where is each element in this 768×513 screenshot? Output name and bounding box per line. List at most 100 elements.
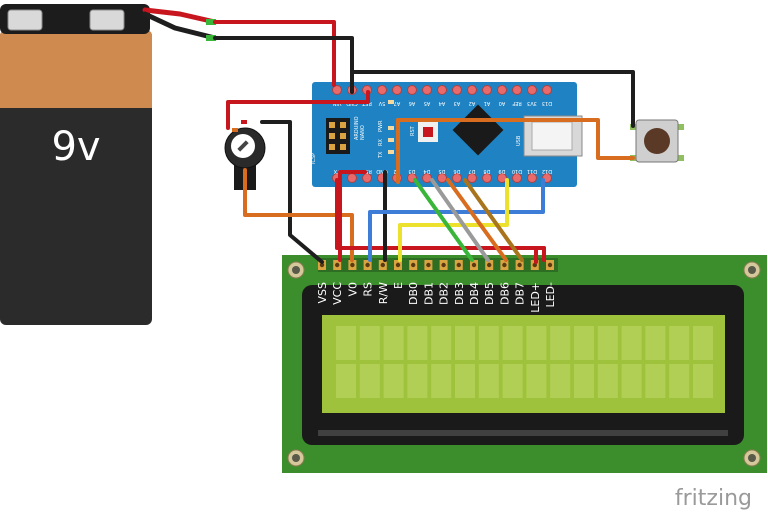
lcd-cell bbox=[550, 364, 571, 398]
nano-top-pin-row bbox=[332, 85, 552, 95]
lcd-pin-label: DB7 bbox=[514, 282, 527, 305]
nano-top-pin-label: A4 bbox=[439, 100, 446, 106]
nano-top-pin bbox=[437, 85, 447, 95]
lcd-cell bbox=[383, 364, 404, 398]
wire-pot-wiper-to-v0 bbox=[243, 168, 354, 262]
nano-bottom-pin bbox=[497, 173, 507, 183]
nano-top-pin-label: A0 bbox=[499, 100, 506, 106]
battery-copper-cap bbox=[0, 30, 152, 108]
lcd-pin-label: DB6 bbox=[498, 282, 511, 305]
nano-top-pin bbox=[452, 85, 462, 95]
wire-battery-black-lead bbox=[142, 11, 218, 41]
lcd-cell bbox=[669, 364, 690, 398]
lcd-cell bbox=[645, 326, 666, 360]
lcd-cell bbox=[693, 364, 713, 398]
wire-db7 bbox=[463, 178, 524, 262]
battery-terminal-positive bbox=[89, 9, 125, 31]
lcd-character-grid bbox=[336, 326, 713, 398]
nano-top-pin-label: A6 bbox=[409, 100, 416, 106]
lcd-pin-label: RS bbox=[362, 282, 375, 297]
lcd-pin-hole bbox=[441, 262, 446, 268]
nano-bottom-pin bbox=[527, 173, 537, 183]
nano-pcb bbox=[312, 82, 577, 187]
nano-rx-label: RX bbox=[378, 139, 384, 146]
battery-9v: 9v bbox=[0, 4, 152, 325]
lcd-cell bbox=[574, 326, 594, 360]
wire-pot-to-vss bbox=[260, 120, 324, 264]
lcd-pin-hole bbox=[365, 262, 370, 268]
nano-top-pin bbox=[497, 85, 507, 95]
nano-bottom-pin-label: D8 bbox=[483, 168, 490, 174]
nano-top-pin-label: A2 bbox=[469, 100, 476, 106]
push-button[interactable] bbox=[630, 119, 684, 163]
lcd-cell bbox=[407, 326, 428, 360]
nano-top-pin-label: A5 bbox=[424, 100, 431, 106]
lcd-cell bbox=[336, 364, 356, 398]
lcd-pin-hole bbox=[456, 262, 461, 268]
nano-usb-label: USB bbox=[516, 135, 522, 146]
nano-top-pin bbox=[407, 85, 417, 95]
wire-battery-positive-to-vin bbox=[213, 20, 336, 87]
lcd-pin-hole bbox=[426, 262, 431, 268]
lcd-cell bbox=[621, 326, 642, 360]
nano-bottom-pin-label: D7 bbox=[468, 168, 475, 174]
lcd-cell bbox=[336, 326, 356, 360]
lcd-cell bbox=[502, 364, 523, 398]
lcd-cell bbox=[383, 326, 404, 360]
nano-top-pin-label: D13 bbox=[542, 100, 552, 106]
nano-bottom-pin-label: D6 bbox=[453, 168, 460, 174]
wire-db4 bbox=[413, 178, 474, 262]
lcd-pin-label: LED- bbox=[544, 282, 557, 308]
nano-top-pin bbox=[542, 85, 552, 95]
lcd-pin-label: E bbox=[392, 282, 405, 289]
wire-enable bbox=[398, 178, 509, 262]
nano-top-pin bbox=[467, 85, 477, 95]
nano-bottom-pin-label: D10 bbox=[512, 168, 522, 174]
lcd-cell bbox=[574, 364, 594, 398]
lcd-cell bbox=[431, 364, 452, 398]
nano-bottom-pin-label: TX bbox=[333, 168, 341, 174]
lcd-pin-label: LED+ bbox=[529, 282, 542, 313]
lcd-cell bbox=[621, 364, 642, 398]
wires bbox=[142, 7, 635, 264]
nano-top-pin bbox=[482, 85, 492, 95]
lcd-cell bbox=[407, 364, 428, 398]
nano-bottom-pin-label: D11 bbox=[527, 168, 537, 174]
lcd-pin-hole bbox=[487, 262, 492, 268]
lcd-cell bbox=[550, 326, 571, 360]
lcd-cell bbox=[597, 364, 618, 398]
nano-bottom-pin-label: D5 bbox=[438, 168, 445, 174]
push-button-cap[interactable] bbox=[644, 128, 670, 154]
lcd-pin-hole bbox=[502, 262, 507, 268]
lcd-pin-hole bbox=[471, 262, 477, 268]
nano-top-pin bbox=[527, 85, 537, 95]
lcd-cell bbox=[669, 326, 690, 360]
nano-top-pin bbox=[512, 85, 522, 95]
nano-rst-label: RST bbox=[410, 125, 416, 136]
lcd-pin-label: V0 bbox=[346, 282, 359, 297]
wire-db6 bbox=[446, 178, 508, 262]
lcd-pin-label: R/W bbox=[377, 282, 390, 304]
nano-pwr-label: PWR bbox=[378, 120, 384, 132]
nano-bottom-pin-label: D4 bbox=[423, 168, 430, 174]
lcd-cell bbox=[693, 326, 713, 360]
nano-bottom-pin bbox=[482, 173, 492, 183]
nano-icsp-label: ICSP bbox=[311, 153, 317, 164]
wire-gnd-to-button bbox=[350, 70, 635, 128]
lcd-pin-hole bbox=[547, 262, 553, 268]
lcd-cell bbox=[455, 326, 475, 360]
lcd-pin-label: DB3 bbox=[453, 282, 466, 305]
nano-bottom-pin bbox=[512, 173, 522, 183]
lcd-cell bbox=[597, 326, 618, 360]
lcd-pin-label: VCC bbox=[331, 282, 344, 305]
nano-bottom-pin bbox=[452, 173, 462, 183]
lcd-cell bbox=[502, 326, 523, 360]
lcd-pin-hole bbox=[380, 262, 385, 268]
potentiometer[interactable] bbox=[224, 120, 266, 190]
nano-top-pin-label: A1 bbox=[484, 100, 491, 106]
nano-top-pin bbox=[392, 85, 402, 95]
battery-label: 9v bbox=[51, 124, 100, 170]
wire-battery-red-lead bbox=[142, 7, 218, 25]
